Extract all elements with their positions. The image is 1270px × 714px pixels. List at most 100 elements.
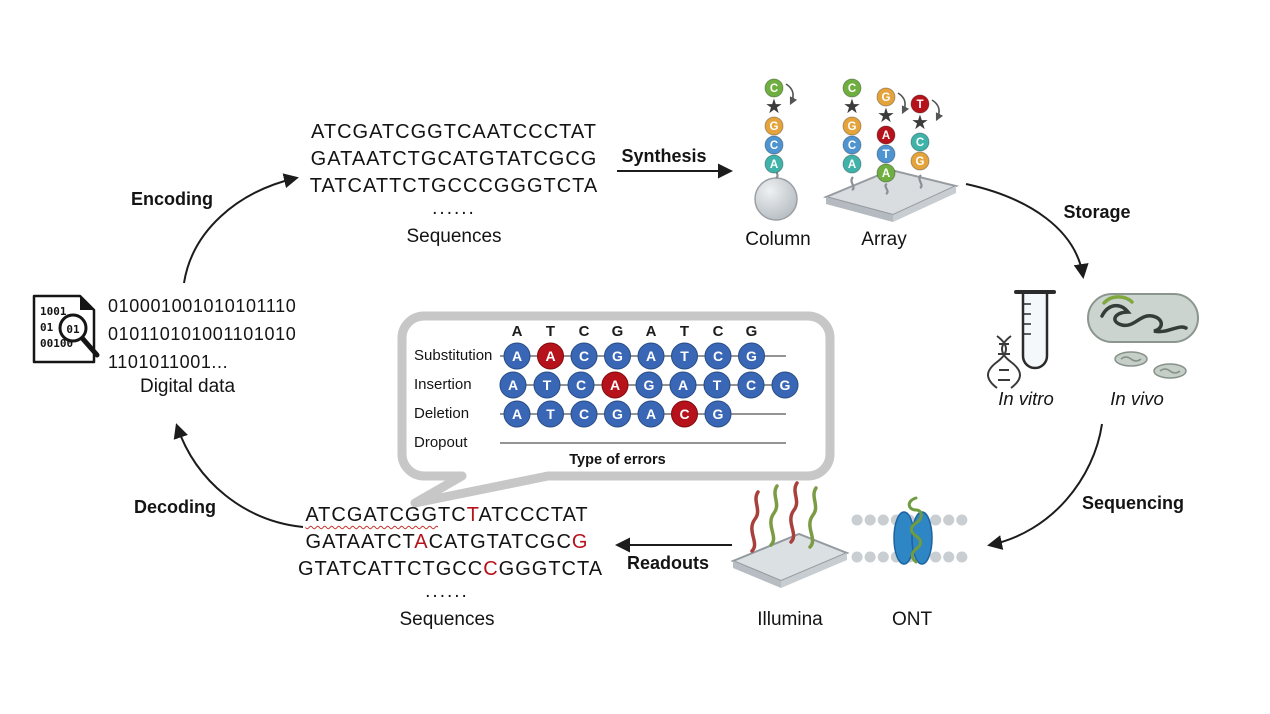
decoding-label: Decoding [133,497,216,517]
nucleotide-letter: A [512,348,522,364]
error-header-letter: G [746,323,758,340]
nucleotide-letter: A [610,377,620,393]
digital-data-caption: Digital data [139,376,236,397]
nucleotide-circle [503,342,531,370]
sequence-line: TATCATTCTGCCCGGGTCTA [309,175,599,197]
base-letter: A [848,159,856,171]
nucleotide-letter: A [646,406,656,422]
base-letter: C [770,83,778,95]
nucleotide-circle [503,400,531,428]
error-row-label: Dropout [414,434,468,451]
curl-arrow-icon [785,83,798,106]
nucleotide-circle [570,400,598,428]
nucleotide-letter: T [543,377,552,393]
readout-line: ATCGATCGGTCTATCCCTAT [298,502,596,529]
base-letter: C [848,83,856,95]
binary-line: 010001001010101110 [108,296,297,316]
readout-segment: TC [438,504,467,526]
base-letter: G [770,121,779,133]
error-header-letter: A [512,323,523,340]
error-header-letter: C [579,323,590,340]
base-circle [876,163,896,183]
readout-sequences-block: ATCGATCGGTCTATCCCTAT GATAATCTACATGTATCGC… [298,502,602,631]
readout-segment: T [466,504,479,526]
readout-line: GATAATCTACATGTATCGCG [298,529,596,556]
error-row-label: Insertion [414,376,472,393]
base-circle [876,144,896,164]
error-header-letter: G [612,323,624,340]
illumina-label: Illumina [757,609,823,630]
digital-data-block: 010001001010101110 010110101001101010 11… [108,292,318,376]
nucleotide-circle [704,342,732,370]
nucleotide-letter: C [713,348,723,364]
readout-segment: A [414,531,429,553]
nucleotide-letter: C [746,377,756,393]
base-circle [764,154,784,174]
readout-segment: GGGTCTA [498,558,604,580]
base-circle [910,151,930,171]
readout-segment: GTATCATTCTGCC [298,558,484,580]
star-icon: ★ [877,103,895,127]
base-circle [764,78,784,98]
base-circle [910,132,930,152]
in-vivo-icon [1087,293,1199,379]
nucleotide-circle [637,342,665,370]
error-header-letter: T [546,323,555,340]
array-label: Array [861,229,907,250]
magnifier-lens-icon [58,313,88,343]
sequence-line: GATAATCTGCATGTATCGCG [310,148,598,170]
nucleotide-circle [604,400,631,428]
nucleotide-circle [703,371,731,399]
icon-binary-line: 1001 [40,305,67,318]
nucleotide-letter: T [713,377,722,393]
base-circle [764,135,784,155]
decoding-arrow [173,423,304,528]
nucleotide-letter: A [646,348,656,364]
base-circle [764,116,784,136]
nucleotide-circle [671,400,698,428]
ont-label: ONT [891,609,933,630]
sequences-caption: Sequences [399,609,495,630]
in-vitro-icon [987,290,1056,389]
nucleotide-letter: A [678,377,688,393]
nucleotide-letter: C [579,406,589,422]
lens-binary: 01 [66,323,80,336]
base-letter: A [882,130,890,142]
nucleotide-letter: A [545,348,555,364]
base-circle [876,125,896,145]
error-header-letter: A [646,323,657,340]
base-letter: A [770,159,778,171]
dna-helix-icon [987,335,1021,389]
array-base-stack: G★ATA [876,87,896,183]
nucleotide-letter: A [508,377,518,393]
base-circle [842,135,862,155]
readout-segment: G [571,531,589,553]
digital-data-icon: 1001 01 00100 01 [32,294,100,364]
array-base-stack: C★GCA [842,78,862,174]
readout-segment: CATGTATCGC [428,531,572,553]
ellipsis: ...... [425,581,469,602]
base-circle [910,94,930,114]
nucleotide-letter: C [579,348,589,364]
array-icon [822,168,960,222]
column-base-stack: C★GCA [764,78,784,174]
nucleotide-circle [635,371,663,399]
base-letter: T [916,99,923,111]
encoding-label: Encoding [131,189,213,209]
ellipsis: ...... [432,198,476,219]
array-base-stack: T★CG [910,94,930,171]
nucleotide-letter: G [612,406,623,422]
base-letter: G [848,121,857,133]
tangled-dna-icon [1100,303,1188,334]
base-letter: G [882,92,891,104]
green-strand-icon [1102,295,1134,305]
star-icon: ★ [843,94,861,118]
readout-segment: C [483,558,499,580]
nucleotide-circle [704,400,732,428]
encoded-sequences-block: ATCGATCGGTCAATCCCTAT GATAATCTGCATGTATCGC… [305,119,603,248]
readouts-label: Readouts [626,553,709,573]
nucleotide-circle [669,371,697,399]
